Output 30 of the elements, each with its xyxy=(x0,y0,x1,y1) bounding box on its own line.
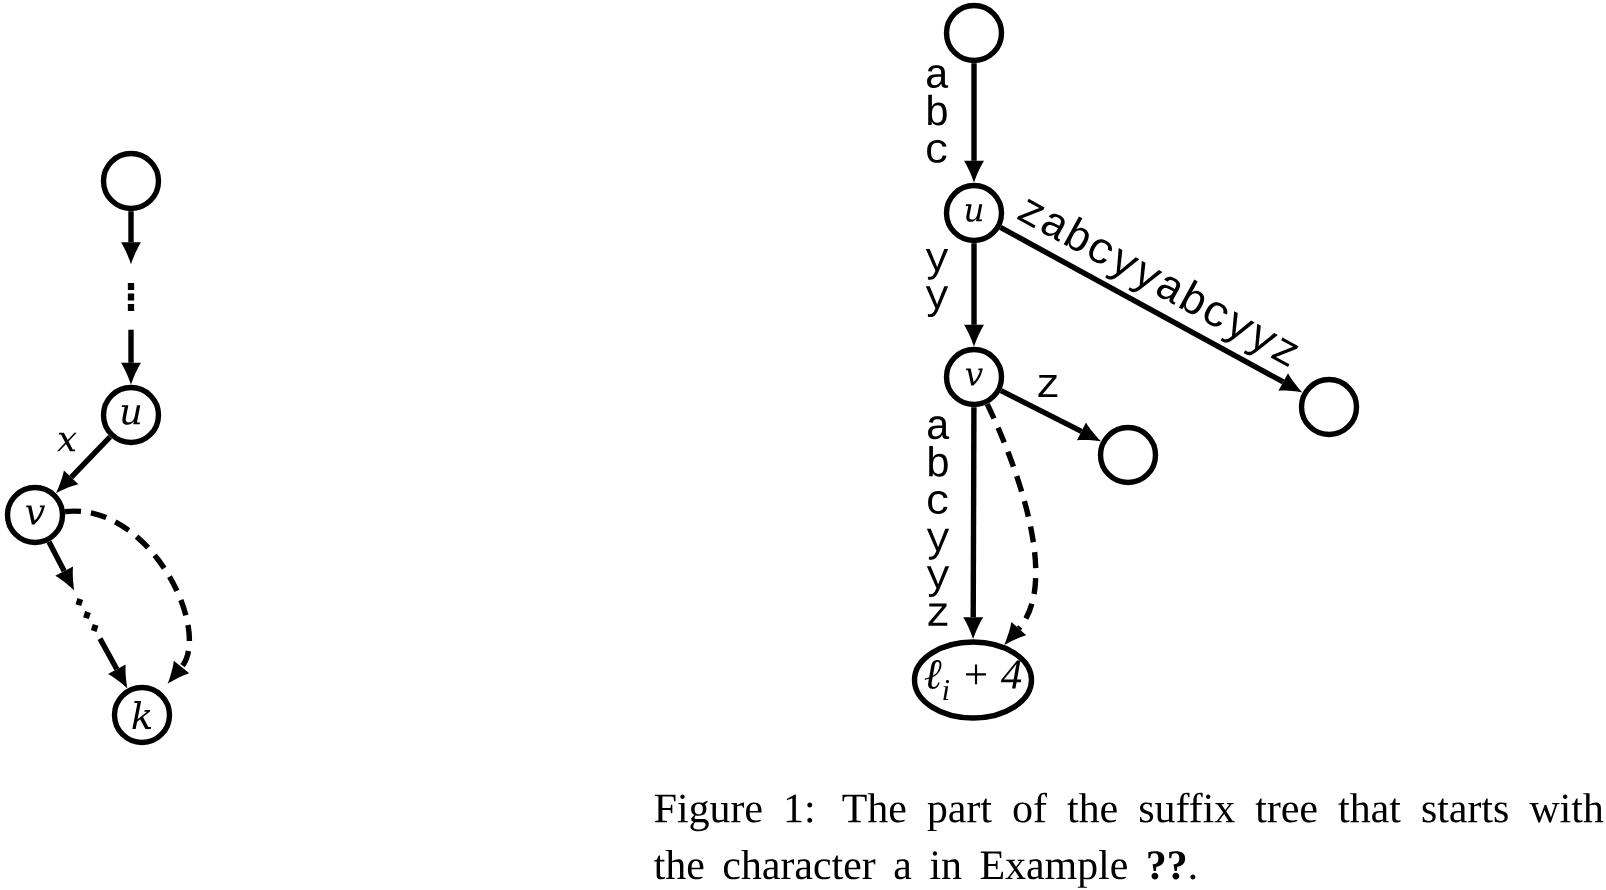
arrow xyxy=(121,211,141,265)
ellipse-node: ℓ$_{i}$ + 4 xyxy=(911,639,1035,721)
circle-node xyxy=(100,150,162,212)
circle-node xyxy=(943,2,1005,64)
circle-node: k xyxy=(111,684,173,746)
edge-label: x xyxy=(57,432,77,452)
circle-node: u xyxy=(100,384,162,446)
edge-label: a b c y y z xyxy=(926,416,950,626)
caption: Figure 1: The part of the suffix tree that starts with the character a in Example ??. xyxy=(654,792,1604,888)
arrow xyxy=(121,329,141,385)
edge-label: z xyxy=(1038,374,1058,398)
vertical-dots: ⋮ xyxy=(127,283,135,311)
dashed-arrow xyxy=(64,508,193,684)
circle-node: v xyxy=(943,346,1005,408)
arrow xyxy=(963,407,984,640)
circle-node xyxy=(1097,424,1159,486)
edge-label: y y xyxy=(925,248,949,318)
arrow xyxy=(964,243,984,347)
edge-label: a b c xyxy=(927,65,949,163)
dashed-arrow xyxy=(984,403,1039,645)
arrow xyxy=(999,225,1303,393)
circle-node xyxy=(1298,376,1360,438)
arrow xyxy=(964,63,984,183)
arrow xyxy=(97,637,128,689)
arrow xyxy=(55,434,113,494)
circle-node: u xyxy=(943,182,1005,244)
arrow xyxy=(999,388,1102,442)
diagonal-dots: ⋱ xyxy=(75,598,99,632)
arrow xyxy=(46,540,75,591)
circle-node: v xyxy=(4,484,66,546)
